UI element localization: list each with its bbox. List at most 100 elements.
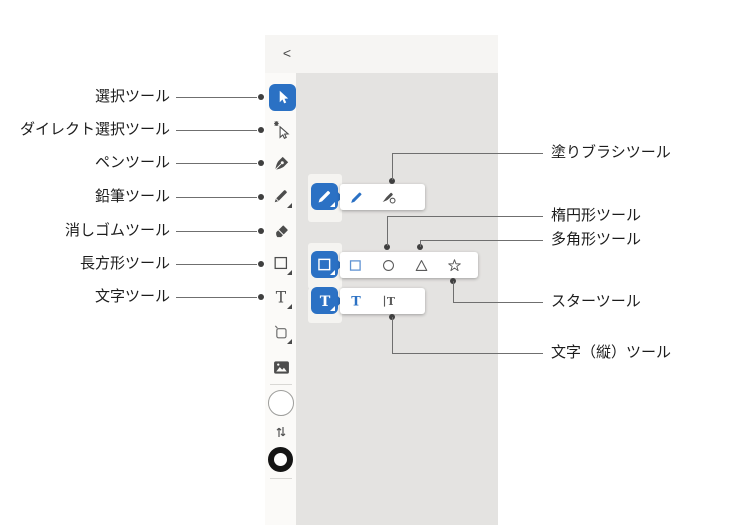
direct-selection-tool-button[interactable] xyxy=(269,118,293,142)
rectangle-tool-selected-button[interactable] xyxy=(311,251,343,278)
pen-nib-icon xyxy=(271,153,292,174)
pencil-flyout-popup xyxy=(340,184,425,210)
blob-brush-icon xyxy=(380,188,398,206)
pencil-icon xyxy=(271,186,291,206)
callout-dot xyxy=(258,160,264,166)
pencil-icon xyxy=(315,187,334,206)
callout-dot xyxy=(258,261,264,267)
collapse-panel-button[interactable]: < xyxy=(282,45,292,61)
callout-line xyxy=(176,264,257,265)
callout-line xyxy=(387,216,543,217)
callout-label-pencil: 鉛筆ツール xyxy=(94,188,170,205)
callout-line xyxy=(453,281,454,302)
toolbar-divider xyxy=(270,384,292,385)
callout-dot xyxy=(258,127,264,133)
eraser-icon xyxy=(271,220,292,241)
flyout-indicator-icon xyxy=(287,270,292,275)
callout-line xyxy=(176,231,257,232)
swap-arrows-icon xyxy=(274,425,288,439)
artboard-icon xyxy=(271,322,291,342)
pencil-tool-selected-button[interactable] xyxy=(311,183,343,210)
callout-label-vertical-type: 文字（縦）ツール xyxy=(551,344,672,361)
callout-dot xyxy=(258,194,264,200)
callout-line xyxy=(392,317,393,353)
svg-text:T: T xyxy=(319,294,330,310)
pencil-tool-button[interactable] xyxy=(269,184,293,208)
image-icon xyxy=(271,357,292,378)
svg-text:T: T xyxy=(351,295,361,310)
callout-dot xyxy=(258,294,264,300)
tools-panel xyxy=(265,35,498,525)
callout-label-selection: 選択ツール xyxy=(94,88,170,105)
callout-dot xyxy=(258,228,264,234)
callout-label-type: 文字ツール xyxy=(94,288,170,305)
shape-flyout-popup xyxy=(340,252,478,278)
type-t-icon: T xyxy=(315,291,335,311)
callout-label-star: スターツール xyxy=(551,293,641,310)
callout-dot xyxy=(417,244,423,250)
flyout-indicator-icon xyxy=(330,306,335,311)
blob-brush-tool-item[interactable] xyxy=(380,188,398,206)
swap-fill-stroke-button[interactable] xyxy=(274,425,288,439)
rectangle-icon xyxy=(347,257,364,274)
type-t-icon: T xyxy=(347,292,365,310)
type-tool-item[interactable]: T xyxy=(347,292,365,310)
rectangle-icon xyxy=(271,253,291,273)
callout-line xyxy=(420,240,421,247)
direct-selection-cursor-icon xyxy=(270,119,292,141)
type-tool-button[interactable]: T xyxy=(269,285,293,309)
flyout-indicator-icon xyxy=(287,304,292,309)
fill-color-swatch[interactable] xyxy=(268,390,294,416)
ellipse-icon xyxy=(380,257,397,274)
flyout-indicator-icon xyxy=(287,339,292,344)
selection-cursor-icon xyxy=(273,88,292,107)
callout-label-polygon: 多角形ツール xyxy=(551,231,642,248)
callout-line xyxy=(176,197,257,198)
artboard-tool-button[interactable] xyxy=(269,320,293,344)
rectangle-tool-item[interactable] xyxy=(346,256,364,274)
flyout-indicator-icon xyxy=(330,270,335,275)
svg-text:T: T xyxy=(276,289,287,307)
pencil-tool-item[interactable] xyxy=(347,188,365,206)
callout-label-blob-brush: 塗りブラシツール xyxy=(551,144,671,161)
pen-tool-button[interactable] xyxy=(269,151,293,175)
type-t-icon: T xyxy=(270,286,292,308)
place-image-tool-button[interactable] xyxy=(269,355,293,379)
callout-label-ellipse: 楕円形ツール xyxy=(551,207,642,224)
polygon-tool-item[interactable] xyxy=(412,256,430,274)
vertical-type-tool-item[interactable]: T xyxy=(380,292,398,310)
callout-line xyxy=(176,130,257,131)
callout-line xyxy=(392,353,543,354)
vertical-type-icon: T xyxy=(380,292,398,310)
toolbar-divider xyxy=(270,478,292,479)
rectangle-tool-button[interactable] xyxy=(269,251,293,275)
pencil-icon xyxy=(348,189,365,206)
type-flyout-popup: T T xyxy=(340,288,425,314)
type-tool-selected-button[interactable]: T xyxy=(311,287,343,314)
polygon-triangle-icon xyxy=(413,257,430,274)
callout-line xyxy=(176,163,257,164)
callout-line xyxy=(176,297,257,298)
callout-line xyxy=(387,216,388,246)
star-icon xyxy=(446,257,463,274)
callout-line xyxy=(392,153,543,154)
flyout-indicator-icon xyxy=(287,203,292,208)
callout-line xyxy=(453,302,543,303)
callout-label-rectangle: 長方形ツール xyxy=(79,255,170,272)
stroke-color-swatch[interactable] xyxy=(268,447,293,472)
star-tool-item[interactable] xyxy=(445,256,463,274)
callout-label-eraser: 消しゴムツール xyxy=(64,222,170,239)
callout-line xyxy=(420,240,543,241)
callout-dot xyxy=(258,94,264,100)
selection-tool-button[interactable] xyxy=(269,84,296,111)
rectangle-icon xyxy=(315,255,334,274)
callout-dot xyxy=(389,178,395,184)
eraser-tool-button[interactable] xyxy=(269,218,293,242)
callout-line xyxy=(392,153,393,180)
callout-dot xyxy=(384,244,390,250)
callout-line xyxy=(176,97,257,98)
flyout-indicator-icon xyxy=(330,202,335,207)
ellipse-tool-item[interactable] xyxy=(379,256,397,274)
callout-label-pen: ペンツール xyxy=(94,154,170,171)
